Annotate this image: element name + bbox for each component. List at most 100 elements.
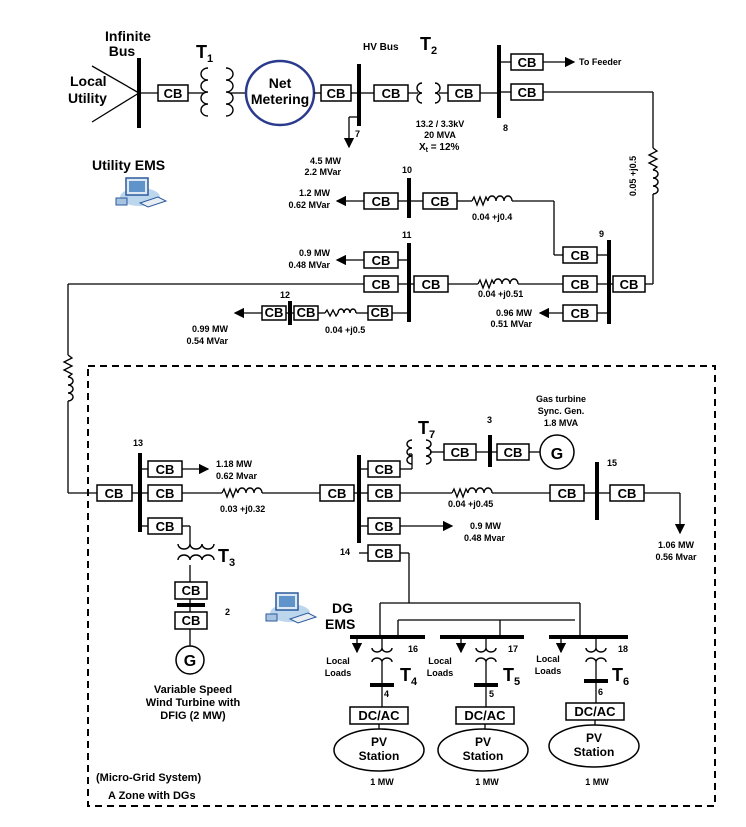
transformer-t2 (416, 82, 448, 104)
circuit-breaker: CB (373, 84, 409, 102)
local-loads-label-1: Local (326, 656, 350, 666)
wind-label-3: DFIG (2 MW) (160, 710, 226, 722)
local-loads-label-1: Local (536, 654, 560, 664)
svg-text:G: G (551, 446, 563, 463)
svg-text:Station: Station (574, 745, 615, 759)
circuit-breaker: CB (609, 484, 645, 502)
bus-number-12: 12 (280, 290, 290, 300)
svg-text:CB: CB (422, 277, 441, 292)
svg-text:CB: CB (518, 85, 537, 100)
line-11-13-resistor (62, 354, 74, 378)
infinite-bus-label: Infinite (105, 28, 151, 44)
gas-turbine-label-1: Gas turbine (536, 394, 586, 404)
svg-text:CB: CB (571, 248, 590, 263)
circuit-breaker: CB (261, 305, 287, 321)
t7-label: T7 (418, 418, 435, 441)
circuit-breaker: CB (174, 611, 208, 630)
circuit-breaker: CB (367, 305, 393, 321)
circuit-breaker: CB (319, 484, 355, 502)
pv-station: PV Station (437, 728, 529, 772)
t1-label: T1 (196, 42, 213, 65)
circuit-breaker: CB (447, 84, 481, 102)
hv-bus-label: HV Bus (363, 42, 399, 53)
line-10-9-resistor (471, 195, 489, 207)
computer-icon (115, 177, 168, 208)
svg-text:CB: CB (265, 305, 284, 320)
transformer-t4 (371, 637, 393, 663)
svg-text:CB: CB (105, 486, 124, 501)
bus-number-15: 15 (607, 458, 617, 468)
dg-ems-label-1: DG (332, 600, 353, 616)
load14-q: 0.48 Mvar (464, 533, 506, 543)
load14-p: 0.9 MW (470, 521, 502, 531)
bus-number-16: 16 (408, 644, 418, 654)
load10-p: 1.2 MW (299, 188, 331, 198)
bus-number-17: 17 (508, 644, 518, 654)
net-metering-label-1: Net (269, 75, 292, 91)
svg-text:CB: CB (156, 486, 175, 501)
circuit-breaker: CB (367, 544, 401, 562)
line-10-9-inductor (487, 195, 513, 202)
svg-text:CB: CB (182, 613, 201, 628)
svg-text:CB: CB (431, 194, 450, 209)
load12-p: 0.99 MW (192, 324, 229, 334)
t4-label: T4 (400, 665, 418, 688)
bus-number-18: 18 (618, 644, 628, 654)
local-loads-label-1: Local (428, 656, 452, 666)
t2-rating-3: Xt = 12% (419, 142, 460, 154)
circuit-breaker: CB (367, 460, 401, 478)
gas-turbine-generator: G (539, 434, 575, 470)
svg-text:DC/AC: DC/AC (464, 708, 506, 723)
line-11-9-resistor (477, 278, 495, 290)
circuit-breaker: CB (320, 84, 352, 102)
wind-generator: G (175, 645, 205, 675)
svg-text:CB: CB (375, 519, 394, 534)
circuit-breaker: CB (96, 484, 133, 502)
line-14-15-inductor (467, 487, 493, 494)
circuit-breaker: CB (363, 251, 399, 269)
svg-text:CB: CB (372, 194, 391, 209)
circuit-breaker: CB (562, 304, 598, 322)
net-metering-label-2: Metering (251, 91, 309, 107)
svg-text:CB: CB (156, 519, 175, 534)
to-feeder-label: To Feeder (579, 57, 622, 67)
t2-rating-1: 13.2 / 3.3kV (416, 119, 465, 129)
computer-icon (265, 592, 318, 624)
load11-q: 0.48 MVar (288, 260, 330, 270)
circuit-breaker: CB (363, 192, 399, 210)
load7-q: 2.2 MVar (304, 167, 341, 177)
wind-label-1: Variable Speed (154, 684, 232, 696)
local-loads-label-2: Loads (427, 668, 454, 678)
svg-text:PV: PV (586, 731, 602, 745)
svg-text:CB: CB (571, 277, 590, 292)
svg-text:CB: CB (164, 86, 183, 101)
circuit-breaker: CB (443, 443, 477, 461)
svg-text:CB: CB (297, 305, 316, 320)
circuit-breaker: CB (147, 460, 183, 478)
microgrid-label-2: A Zone with DGs (108, 790, 196, 802)
bus-number-3: 3 (487, 415, 492, 425)
svg-text:CB: CB (571, 306, 590, 321)
line-10-9-impedance: 0.04 +j0.4 (472, 212, 512, 222)
bus-number-4: 4 (384, 689, 389, 699)
line-14-15-impedance: 0.04 +j0.45 (448, 499, 493, 509)
microgrid-zone (87, 365, 716, 807)
load15-p: 1.06 MW (658, 540, 695, 550)
circuit-breaker: CB (422, 192, 458, 210)
circuit-breaker: CB (367, 517, 401, 535)
utility-ems-label: Utility EMS (92, 157, 165, 173)
circuit-breaker: CB (549, 484, 585, 502)
line-8-9-impedance: 0.05 +j0.5 (628, 156, 638, 196)
circuit-breaker: CB (147, 484, 183, 502)
transformer-t5 (475, 637, 497, 663)
pv-rating: 1 MW (475, 777, 499, 787)
load11-p: 0.9 MW (299, 248, 331, 258)
line-13-14-impedance: 0.03 +j0.32 (220, 504, 265, 514)
line-8-9-resistor (647, 147, 659, 171)
circuit-breaker: CB (157, 84, 189, 102)
load12-q: 0.54 MVar (186, 336, 228, 346)
line-12-11-impedance: 0.04 +j0.5 (325, 325, 365, 335)
local-utility-label: Local (70, 73, 107, 89)
svg-text:CB: CB (375, 486, 394, 501)
